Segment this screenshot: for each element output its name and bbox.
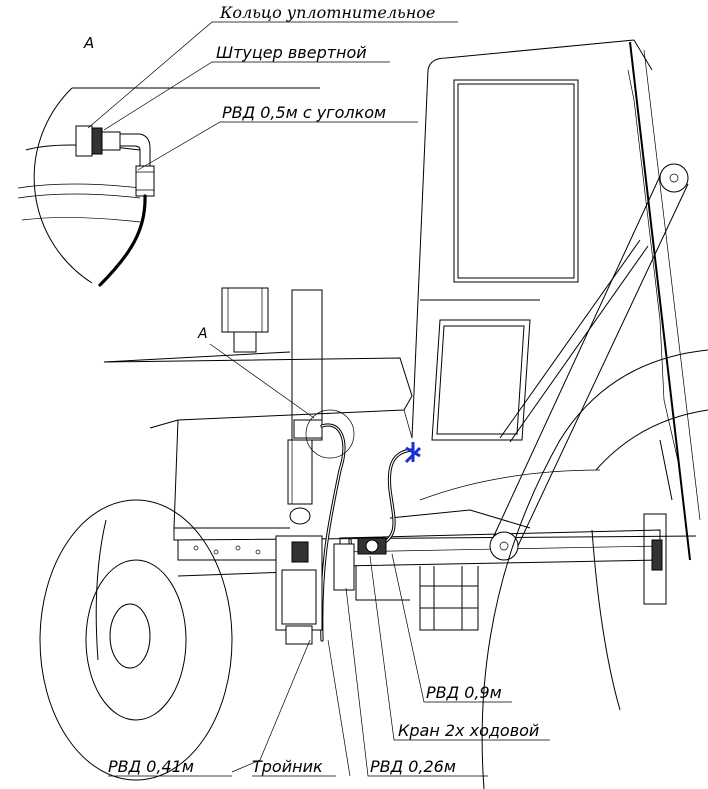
front-wheel <box>39 499 233 781</box>
rear-wheel <box>419 349 708 789</box>
tractor-hood <box>103 287 413 529</box>
label-valve: Кран 2х ходовой <box>398 721 539 740</box>
hydraulic-hoses <box>320 423 414 642</box>
detail-view-a <box>17 87 320 287</box>
view-a-circle <box>209 343 355 459</box>
label-fitting: Штуцер ввертной <box>216 43 367 62</box>
label-seal-ring: Кольцо уплотнительное <box>219 3 435 22</box>
detail-leaders <box>87 21 458 171</box>
hydraulic-cylinder <box>287 289 323 525</box>
hydraulic-block <box>275 535 387 645</box>
label-hose-026: РВД 0,26м <box>370 757 456 776</box>
bottom-leaders <box>108 553 550 777</box>
label-hose-elbow: РВД 0,5м с уголком <box>222 103 386 122</box>
label-hose-041: РВД 0,41м <box>108 757 194 776</box>
label-hose-09: РВД 0,9м <box>426 683 502 702</box>
loader-boom <box>489 163 689 561</box>
connection-marker <box>404 442 422 464</box>
label-view-a-detail: А <box>83 34 94 52</box>
tractor-cab <box>411 39 701 561</box>
label-tee: Тройник <box>252 757 323 776</box>
label-view-a-main: А <box>197 326 208 342</box>
